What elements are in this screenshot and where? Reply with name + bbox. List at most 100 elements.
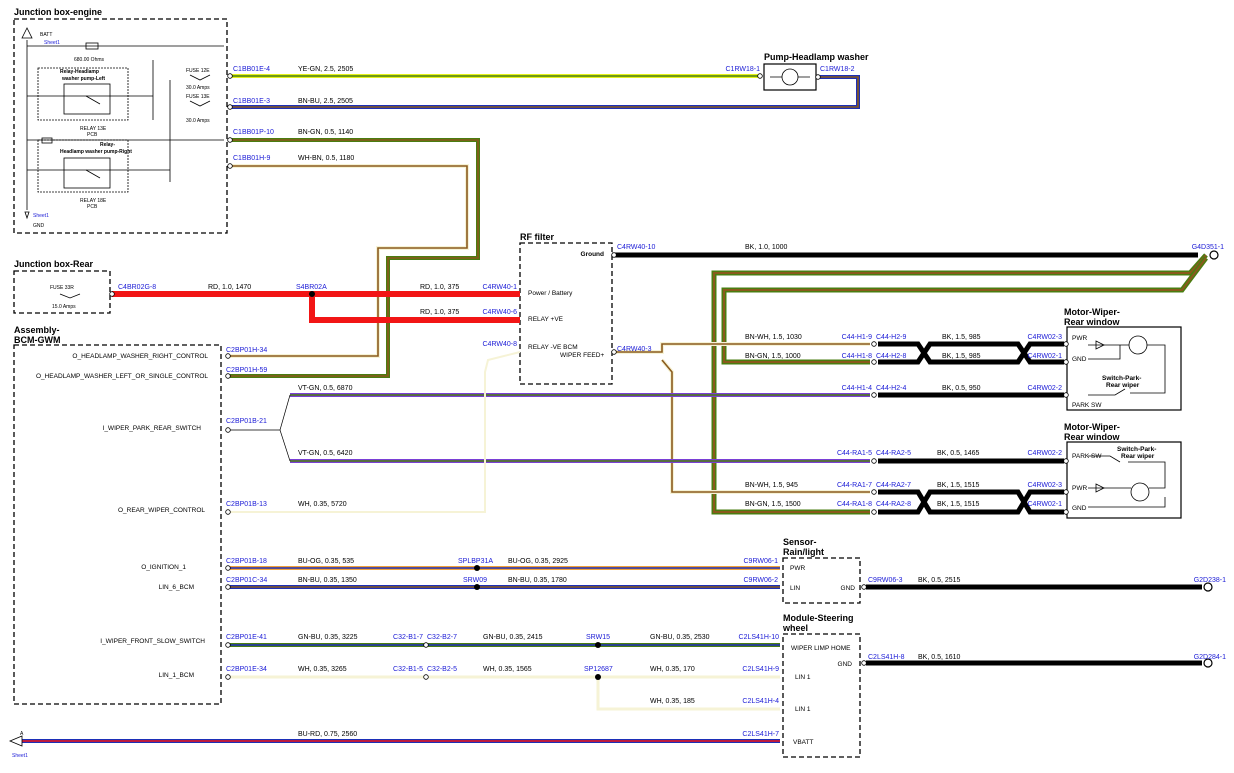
sensor-rain-light-outline [782, 557, 861, 604]
wire-label-bk1465: BK, 0.5, 1465 [937, 450, 980, 457]
relay-left-box [63, 83, 111, 115]
bcm-signal-wiper-park: I_WIPER_PARK_REAR_SWITCH [103, 425, 202, 432]
wire-label-wh5720: WH, 0.35, 5720 [298, 501, 347, 508]
ring-ab [611, 252, 617, 258]
conn-c44h28: C44-H2-8 [876, 353, 906, 360]
relay-right-pcb: PCB [87, 204, 98, 210]
conn-c44ra15: C44-RA1-5 [837, 450, 872, 457]
steering-pin-wiper: WIPER LIMP HOME [791, 645, 851, 652]
gnd-label: GND [33, 223, 45, 229]
ring-ae [861, 660, 867, 666]
wire-label-yegn: YE-GN, 2.5, 2505 [298, 66, 353, 73]
conn-c9rw061: C9RW06-1 [744, 558, 779, 565]
rf-pin-wiper-feed: WIPER FEED+ [560, 352, 604, 359]
wire-label-bnbu: BN-BU, 2.5, 2505 [298, 98, 353, 105]
wire-bn-wh-1030-stripe [612, 343, 870, 353]
conn-c44h24: C44-H2-4 [876, 385, 906, 392]
conn-c2bp01b13: C2BP01B-13 [226, 501, 267, 508]
wire-label-bnbu1780: BN-BU, 0.35, 1780 [508, 577, 567, 584]
conn-c2bp01c34: C2BP01C-34 [226, 577, 267, 584]
wire-label-bnwh1030: BN-WH, 1.5, 1030 [745, 334, 802, 341]
wire-label-bngn1000: BN-GN, 1.5, 1000 [745, 353, 801, 360]
conn-c4rw022a: C4RW02-2 [1028, 385, 1063, 392]
conn-c32b25: C32-B2-5 [427, 666, 457, 673]
wire-label-gnbu3225: GN-BU, 0.35, 3225 [298, 634, 358, 641]
ring-n [871, 341, 877, 347]
conn-sp12687: SP12687 [584, 666, 613, 673]
bcm-signal-lin1: LIN_1_BCM [159, 672, 194, 679]
conn-c2ls41h9: C2LS41H-9 [742, 666, 779, 673]
motor2-pin-pwr: PWR [1072, 485, 1087, 492]
wire-bn-wh-945 [660, 358, 870, 494]
motor1-pin-park: PARK SW [1072, 402, 1102, 409]
conn-c4rw021b: C4RW02-1 [1028, 501, 1063, 508]
conn-c4rw408: C4RW40-8 [483, 341, 518, 348]
ring-ag [815, 74, 821, 80]
motor1-pin-gnd: GND [1072, 356, 1087, 363]
conn-srw09: SRW09 [463, 577, 487, 584]
ring-k [225, 584, 231, 590]
batt-label: BATT [40, 32, 52, 38]
ring-af [757, 73, 763, 79]
conn-c44ra28: C44-RA2-8 [876, 501, 911, 508]
motor-1-internals: PWR GND PARK SW Switch-Park- Rear wiper [1072, 335, 1166, 409]
conn-c32b15: C32-B1-5 [393, 666, 423, 673]
motor1-pin-pwr: PWR [1072, 335, 1087, 342]
wire-bk-985-top [878, 341, 1064, 365]
wire-label-bngn1140: BN-GN, 0.5, 1140 [298, 129, 353, 136]
wire-label-bnbu1350: BN-BU, 0.35, 1350 [298, 577, 357, 584]
conn-c9rw063: C9RW06-3 [868, 577, 903, 584]
relay-left-title-line2: washer pump-Left [61, 76, 105, 82]
ring-i [225, 509, 231, 515]
wire-label-bk950: BK, 0.5, 950 [942, 385, 981, 392]
rf-filter-title: RF filter [520, 232, 554, 242]
bottom-sheet-label: Sheet1 [12, 753, 28, 759]
wire-label-bk1515a: BK, 1.5, 1515 [937, 482, 980, 489]
conn-c44h18: C44-H1-8 [842, 353, 872, 360]
ring-ac [611, 349, 617, 355]
wire-bn-bu-stripe [230, 76, 859, 108]
conn-c44ra27: C44-RA2-7 [876, 482, 911, 489]
motor2-switch-label-2: Rear wiper [1121, 453, 1155, 460]
ring-j [225, 565, 231, 571]
pump-headlamp-washer-title: Pump-Headlamp washer [764, 52, 869, 62]
fuse-13e-amps: 30.0 Amps [186, 118, 210, 124]
ring-c [227, 137, 233, 143]
wire-label-rd375a: RD, 1.0, 375 [420, 284, 459, 291]
ring-h [225, 427, 231, 433]
conn-c32b27: C32-B2-7 [427, 634, 457, 641]
module-steering-wheel-title-line1: Module-Steering [783, 613, 854, 623]
motor1-switch-label-2: Rear wiper [1106, 382, 1140, 389]
motor-wiper-rear-1-title-line1: Motor-Wiper- [1064, 307, 1120, 317]
wire-label-bk1515b: BK, 1.5, 1515 [937, 501, 980, 508]
splice-sp12687 [595, 674, 601, 680]
wire-bk-1515-bot [878, 489, 1064, 515]
bcm-title-line2: BCM-GWM [14, 335, 61, 345]
wire-wh-bn-1180-stripe [226, 165, 468, 357]
sensor-pin-pwr: PWR [790, 565, 805, 572]
bcm-signal-headlamp-left: O_HEADLAMP_WASHER_LEFT_OR_SINGLE_CONTROL [36, 373, 208, 380]
ring-w [1063, 458, 1069, 464]
ring-z [423, 642, 429, 648]
splice-splbp31a [474, 565, 480, 571]
steering-pin-lin1b: LIN 1 [795, 706, 811, 713]
ring-g [225, 373, 231, 379]
ring-d [227, 163, 233, 169]
relay-right-box [63, 157, 111, 189]
fuse-33r-label: FUSE 33R [50, 285, 74, 291]
relay-right-tag: RELAY 18E [80, 198, 107, 204]
motor2-switch-label-1: Switch-Park- [1117, 446, 1156, 453]
rf-pin-power: Power / Battery [528, 290, 573, 297]
conn-g2d2841: G2D284-1 [1194, 654, 1226, 661]
wire-label-whbn1180: WH-BN, 0.5, 1180 [298, 155, 354, 162]
conn-c4rw023b: C4RW02-3 [1028, 482, 1063, 489]
bottom-a-label: A [20, 731, 24, 737]
conn-c44ra18: C44-RA1-8 [837, 501, 872, 508]
wire-label-gnbu2530: GN-BU, 0.35, 2530 [650, 634, 710, 641]
ring-f [225, 353, 231, 359]
sensor-rain-light-title-line2: Rain/light [783, 547, 824, 557]
wire-label-burd: BU-RD, 0.75, 2560 [298, 731, 357, 738]
splice-dots-layer [109, 73, 1219, 680]
ring-o [871, 359, 877, 365]
